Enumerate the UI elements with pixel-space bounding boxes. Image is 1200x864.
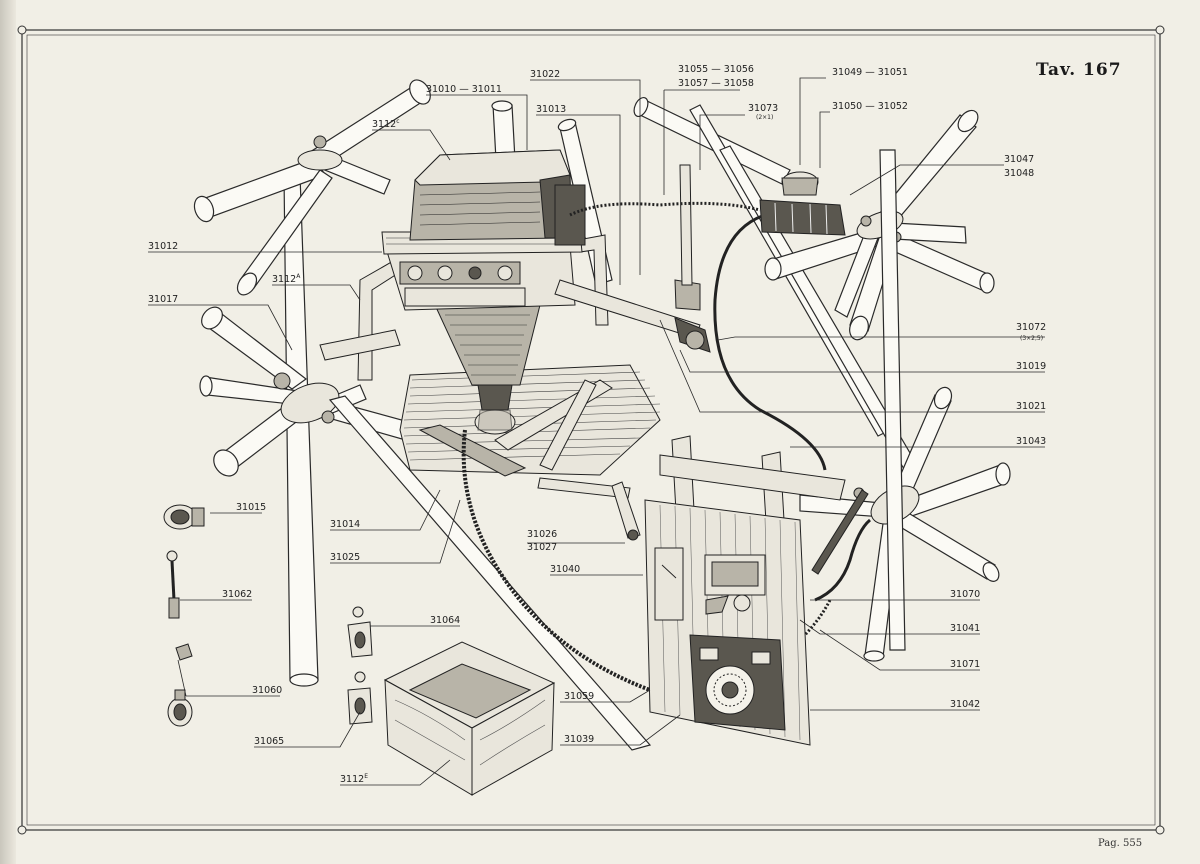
torch-arm (554, 164, 711, 353)
part-label: 31027 (527, 542, 557, 553)
part-label: 31015 (236, 502, 266, 513)
part-labels: 31010 — 31011 31022 31055 — 31056 31057 … (148, 64, 1046, 785)
plate-frame (17, 25, 1165, 835)
part-label: 31042 (950, 699, 980, 710)
lever-assembly (537, 477, 641, 541)
leader-lines (148, 77, 1045, 786)
part-label: 31025 (330, 552, 360, 563)
control-panel (644, 435, 846, 746)
part-label: 31072 (1016, 322, 1046, 333)
part-label: 31021 (1016, 401, 1046, 412)
part-label: 31049 — 31051 (832, 67, 908, 78)
part-label: 31039 (564, 734, 594, 745)
part-label: 31048 (1004, 168, 1034, 179)
transformer-assembly (319, 149, 609, 435)
roller-table (399, 364, 661, 477)
page-gutter-shadow (0, 0, 16, 864)
part-sublabel: (2×1) (756, 114, 773, 121)
part-label: 31059 (564, 691, 594, 702)
part-label: 31057 — 31058 (678, 78, 754, 89)
wooden-crate (383, 641, 556, 796)
part-label: 31070 (950, 589, 980, 600)
part-label: 31026 (527, 529, 557, 540)
part-label: 31071 (950, 659, 980, 670)
plate-title: Tav. 167 (1036, 60, 1122, 80)
part-sublabel: (3×2,5) (1020, 335, 1043, 342)
page-number: Pag. 555 (1098, 838, 1142, 849)
part-label: 31073 (748, 103, 778, 114)
part-label: 31013 (536, 104, 566, 115)
part-label: 31047 (1004, 154, 1034, 165)
part-label: 3112E (340, 773, 368, 785)
part-label: 31040 (550, 564, 580, 575)
part-label: 3112A (272, 273, 301, 285)
part-label: 31017 (148, 294, 178, 305)
part-label: 31064 (430, 615, 460, 626)
part-label: 31041 (950, 623, 980, 634)
loose-parts (163, 504, 373, 727)
part-label: 31012 (148, 241, 178, 252)
part-label: 31010 — 31011 (426, 84, 502, 95)
part-label: 31062 (222, 589, 252, 600)
part-label: 31019 (1016, 361, 1046, 372)
part-label: 31065 (254, 736, 284, 747)
part-label: 31060 (252, 685, 282, 696)
part-label: 31014 (330, 519, 360, 530)
tubular-frame (193, 79, 1011, 751)
part-label: 31043 (1016, 436, 1046, 447)
part-label: 31050 — 31052 (832, 101, 908, 112)
part-label: 3112c (372, 118, 400, 130)
part-label: 31022 (530, 69, 560, 80)
part-label: 31055 — 31056 (678, 64, 754, 75)
